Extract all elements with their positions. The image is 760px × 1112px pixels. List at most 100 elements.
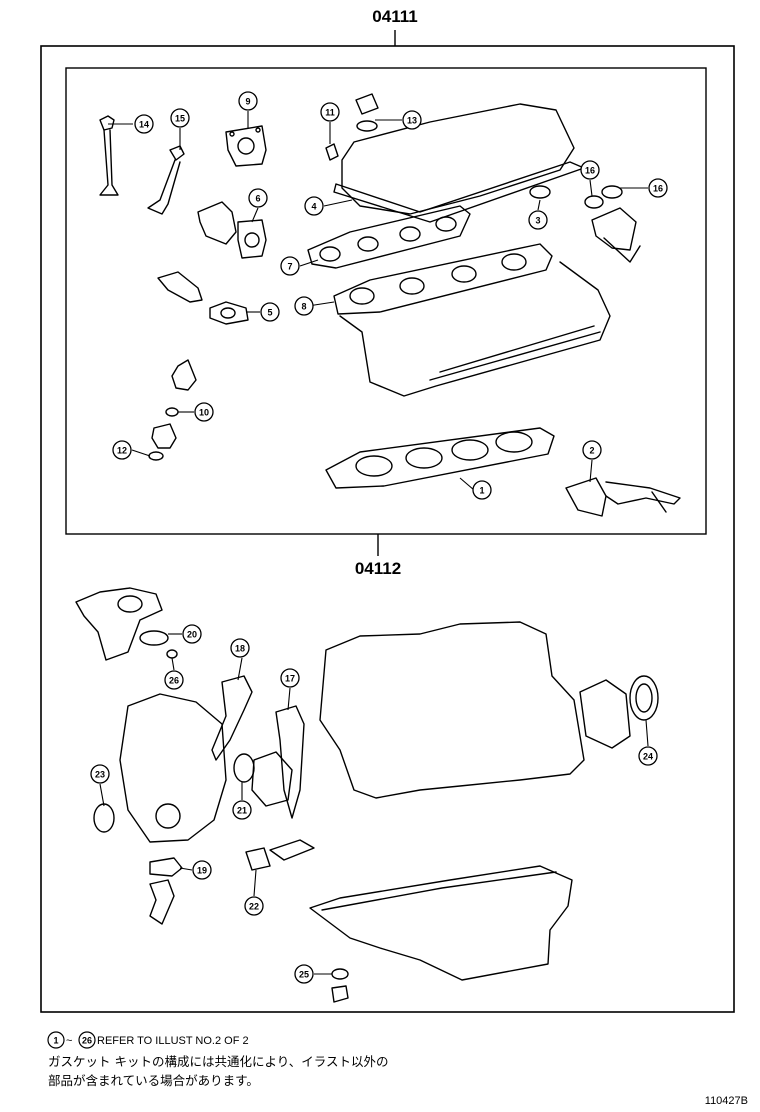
callout-number: 14 bbox=[139, 120, 149, 130]
crank-front-seal-drawing bbox=[93, 803, 115, 833]
o-ring-26-drawing bbox=[166, 649, 178, 659]
callout-circle bbox=[170, 108, 190, 128]
callout-12: 12 bbox=[112, 440, 132, 460]
intake-valve-drawing bbox=[99, 115, 119, 196]
callout-circle bbox=[134, 114, 154, 134]
callout-circle bbox=[280, 668, 300, 688]
reference-code: 110427B bbox=[705, 1095, 748, 1107]
note-line-1: ガスケット キットの構成には共通化により、イラスト以外の bbox=[48, 1054, 388, 1069]
oil-filter-bracket-drawing bbox=[75, 587, 163, 661]
cylinder-block-drawing bbox=[319, 621, 585, 799]
callout-15: 15 bbox=[170, 108, 190, 128]
callout-number: 9 bbox=[245, 97, 250, 107]
water-inlet-drawing bbox=[197, 201, 267, 259]
callout-3: 3 bbox=[528, 210, 548, 230]
leader-lines bbox=[99, 111, 649, 975]
callout-13: 13 bbox=[402, 110, 422, 130]
callout-2: 2 bbox=[582, 440, 602, 460]
callout-number: 10 bbox=[199, 408, 209, 418]
callout-18: 18 bbox=[230, 638, 250, 658]
callout-circle bbox=[182, 624, 202, 644]
exhaust-manifold-gasket-drawing bbox=[307, 205, 471, 269]
drain-plug-gasket-drawing bbox=[331, 968, 349, 980]
callout-19: 19 bbox=[192, 860, 212, 880]
callout-number: 22 bbox=[249, 902, 259, 912]
callout-number: 5 bbox=[267, 308, 272, 318]
callout-number: 2 bbox=[589, 446, 594, 456]
callout-circle bbox=[232, 800, 252, 820]
callout-circle bbox=[294, 964, 314, 984]
intake-manifold-gasket-drawing bbox=[333, 243, 553, 315]
exhaust-valve-drawing bbox=[147, 145, 185, 215]
sensor-gasket-drawing bbox=[157, 271, 249, 325]
gasket-22-drawing bbox=[245, 847, 271, 871]
injector-drawing bbox=[148, 359, 197, 461]
callout-circle bbox=[402, 110, 422, 130]
rear-seal-retainer-drawing bbox=[579, 675, 659, 749]
callout-14: 14 bbox=[134, 114, 154, 134]
callout-number: 18 bbox=[235, 644, 245, 654]
outer-frame bbox=[40, 45, 735, 1013]
callout-5: 5 bbox=[260, 302, 280, 322]
callout-number: 25 bbox=[299, 970, 309, 980]
callout-circle bbox=[528, 210, 548, 230]
upper-kit-title: 04111 bbox=[372, 7, 417, 26]
range-end: 26 bbox=[82, 1036, 92, 1046]
cylinder-head-drawing bbox=[339, 261, 611, 397]
callout-circle bbox=[260, 302, 280, 322]
callout-number: 1 bbox=[479, 486, 484, 496]
cylinder-head-gasket-drawing bbox=[325, 427, 555, 489]
callout-number: 6 bbox=[255, 194, 260, 204]
callout-circle bbox=[244, 896, 264, 916]
callout-number: 3 bbox=[535, 216, 540, 226]
callout-circle bbox=[294, 296, 314, 316]
callout-number: 20 bbox=[187, 630, 197, 640]
callout-number: 23 bbox=[95, 770, 105, 780]
callout-11: 11 bbox=[320, 102, 340, 122]
callout-number: 16 bbox=[653, 184, 663, 194]
water-pump-drawing bbox=[251, 751, 293, 807]
upper-kit-frame bbox=[65, 67, 707, 535]
callout-10: 10 bbox=[194, 402, 214, 422]
callout-circle bbox=[194, 402, 214, 422]
water-pipe-drawing bbox=[269, 839, 315, 861]
range-end-circle bbox=[78, 1031, 96, 1049]
callout-circle bbox=[280, 256, 300, 276]
callout-number: 24 bbox=[643, 752, 653, 762]
note-line-2: 部品が含まれている場合があります。 bbox=[48, 1073, 259, 1088]
water-outlet-gasket-drawing bbox=[225, 125, 267, 167]
callout-21: 21 bbox=[232, 800, 252, 820]
callout-number: 11 bbox=[325, 108, 335, 118]
callout-24: 24 bbox=[638, 746, 658, 766]
o-ring-20-drawing bbox=[139, 630, 169, 646]
callout-number: 26 bbox=[169, 676, 179, 686]
callout-circle bbox=[238, 91, 258, 111]
range-text: REFER TO ILLUST NO.2 OF 2 bbox=[97, 1035, 249, 1047]
callout-number: 8 bbox=[301, 302, 306, 312]
callout-23: 23 bbox=[90, 764, 110, 784]
timing-gasket-18-drawing bbox=[211, 675, 253, 761]
callout-number: 21 bbox=[237, 806, 247, 816]
callout-7: 7 bbox=[280, 256, 300, 276]
callout-9: 9 bbox=[238, 91, 258, 111]
water-pump-gasket-drawing bbox=[565, 477, 681, 517]
callout-circle bbox=[580, 160, 600, 180]
callout-circle bbox=[638, 746, 658, 766]
callout-number: 7 bbox=[287, 262, 292, 272]
callout-number: 19 bbox=[197, 866, 207, 876]
callout-4: 4 bbox=[304, 196, 324, 216]
callout-circle bbox=[472, 480, 492, 500]
callout-number: 16 bbox=[585, 166, 595, 176]
camshaft-seal-drawing bbox=[584, 185, 641, 263]
callout-circle bbox=[192, 860, 212, 880]
range-start: 1 bbox=[53, 1036, 58, 1046]
timing-cover-drawing bbox=[119, 693, 227, 843]
callout-17: 17 bbox=[280, 668, 300, 688]
callout-circle bbox=[582, 440, 602, 460]
oil-seal-21-drawing bbox=[233, 753, 255, 783]
callout-16: 16 bbox=[648, 178, 668, 198]
range-separator: ~ bbox=[66, 1035, 72, 1047]
callout-circle bbox=[320, 102, 340, 122]
